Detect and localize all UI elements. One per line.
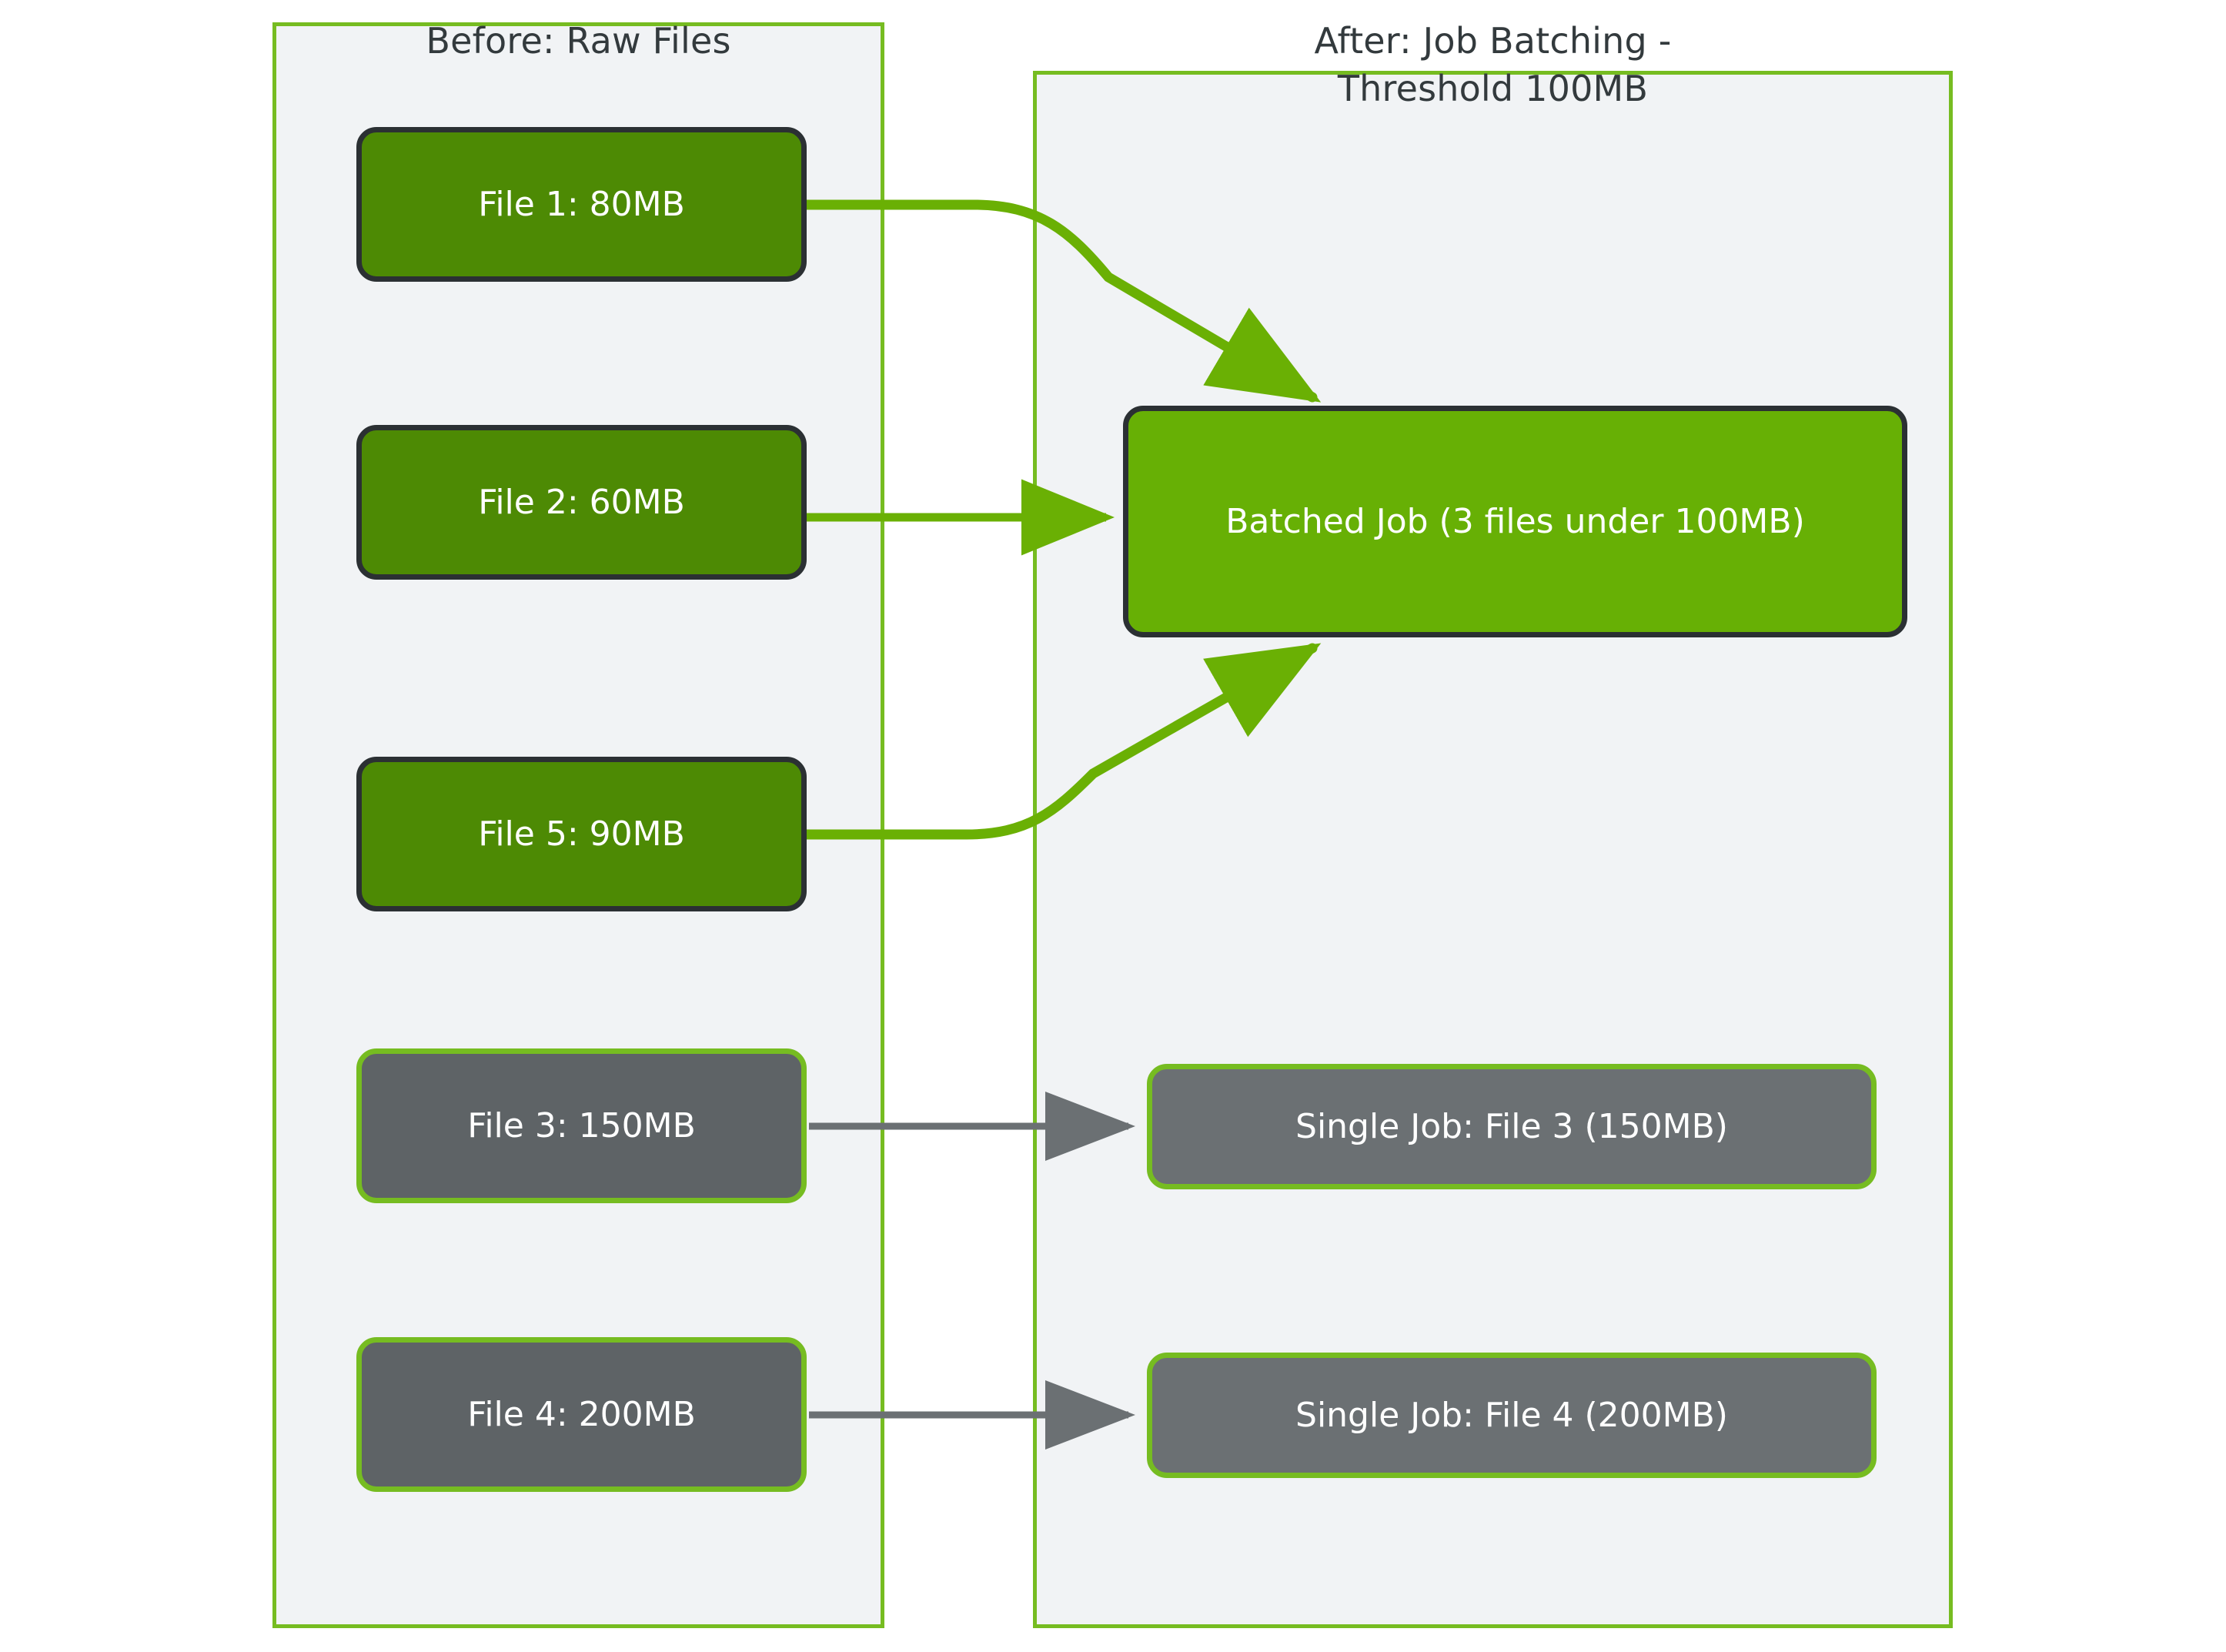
- group-before-title: Before: Raw Files: [426, 20, 731, 62]
- node-file3[interactable]: File 3: 150MB: [356, 1048, 807, 1203]
- node-file2[interactable]: File 2: 60MB: [356, 425, 807, 580]
- node-file4-label: File 4: 200MB: [467, 1394, 696, 1434]
- node-file5[interactable]: File 5: 90MB: [356, 757, 807, 911]
- group-after-title: After: Job Batching - Threshold 100MB: [1314, 20, 1672, 109]
- node-single-job-file3[interactable]: Single Job: File 3 (150MB): [1147, 1064, 1877, 1189]
- node-file1[interactable]: File 1: 80MB: [356, 127, 807, 282]
- node-file4[interactable]: File 4: 200MB: [356, 1337, 807, 1492]
- node-single-job-file4-label: Single Job: File 4 (200MB): [1295, 1395, 1728, 1435]
- node-file3-label: File 3: 150MB: [467, 1105, 696, 1145]
- node-batched-job[interactable]: Batched Job (3 files under 100MB): [1123, 406, 1907, 637]
- node-file1-label: File 1: 80MB: [478, 184, 685, 224]
- node-file2-label: File 2: 60MB: [478, 482, 685, 522]
- node-single-job-file4[interactable]: Single Job: File 4 (200MB): [1147, 1353, 1877, 1478]
- node-single-job-file3-label: Single Job: File 3 (150MB): [1295, 1106, 1728, 1146]
- node-batched-job-label: Batched Job (3 files under 100MB): [1225, 501, 1805, 541]
- node-file5-label: File 5: 90MB: [478, 814, 685, 854]
